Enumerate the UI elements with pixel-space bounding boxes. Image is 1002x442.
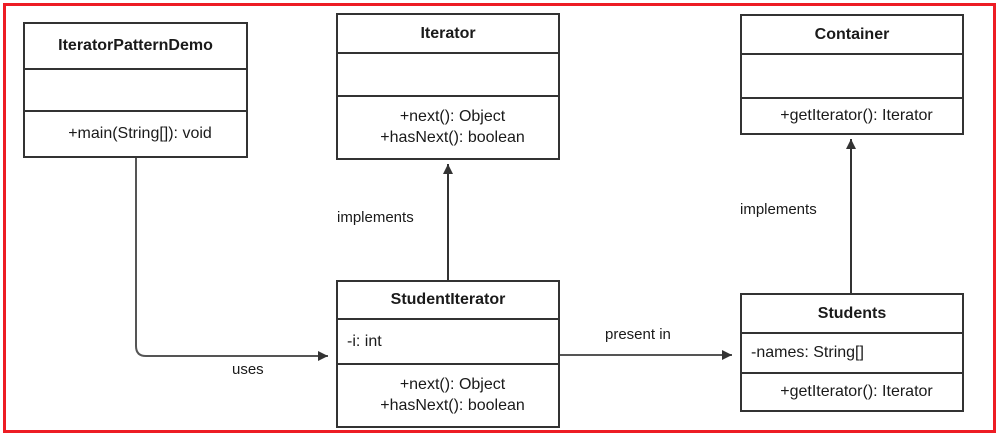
class-name-iterator-pattern-demo: IteratorPatternDemo <box>25 24 246 70</box>
class-box-container[interactable]: Container +getIterator(): Iterator <box>740 14 964 135</box>
method-line: +next(): Object <box>399 375 506 393</box>
edge-label-uses: uses <box>232 361 264 378</box>
class-methods-iterator-pattern-demo: +main(String[]): void <box>25 112 246 156</box>
edge-label-implements-container: implements <box>740 201 817 218</box>
class-methods-students: +getIterator(): Iterator <box>742 374 962 410</box>
connector-uses <box>135 158 328 361</box>
class-methods-student-iterator: +next(): Object +hasNext(): boolean <box>338 365 558 426</box>
class-name-iterator: Iterator <box>338 15 558 54</box>
class-box-iterator[interactable]: Iterator +next(): Object +hasNext(): boo… <box>336 13 560 160</box>
class-attributes-students: -names: String[] <box>742 334 962 374</box>
method-line: +hasNext(): boolean <box>380 396 525 414</box>
edge-label-present-in: present in <box>605 326 671 343</box>
method-line: +getIterator(): Iterator <box>780 106 933 124</box>
class-attributes-student-iterator: -i: int <box>338 320 558 365</box>
class-name-container: Container <box>742 16 962 55</box>
attribute-line: -i: int <box>347 332 382 350</box>
class-attributes-container <box>742 55 962 99</box>
method-line: +main(String[]): void <box>68 124 212 142</box>
method-line: +getIterator(): Iterator <box>780 382 933 400</box>
class-name-students: Students <box>742 295 962 334</box>
class-methods-iterator: +next(): Object +hasNext(): boolean <box>338 97 558 158</box>
edge-label-implements-iterator: implements <box>337 209 414 226</box>
class-methods-container: +getIterator(): Iterator <box>742 99 962 133</box>
class-attributes-iterator <box>338 54 558 97</box>
method-line: +next(): Object <box>399 107 506 125</box>
class-box-student-iterator[interactable]: StudentIterator -i: int +next(): Object … <box>336 280 560 428</box>
class-box-iterator-pattern-demo[interactable]: IteratorPatternDemo +main(String[]): voi… <box>23 22 248 158</box>
attribute-line: -names: String[] <box>751 344 864 361</box>
class-box-students[interactable]: Students -names: String[] +getIterator()… <box>740 293 964 412</box>
class-name-student-iterator: StudentIterator <box>338 282 558 320</box>
method-line: +hasNext(): boolean <box>380 128 525 146</box>
class-attributes-iterator-pattern-demo <box>25 70 246 112</box>
